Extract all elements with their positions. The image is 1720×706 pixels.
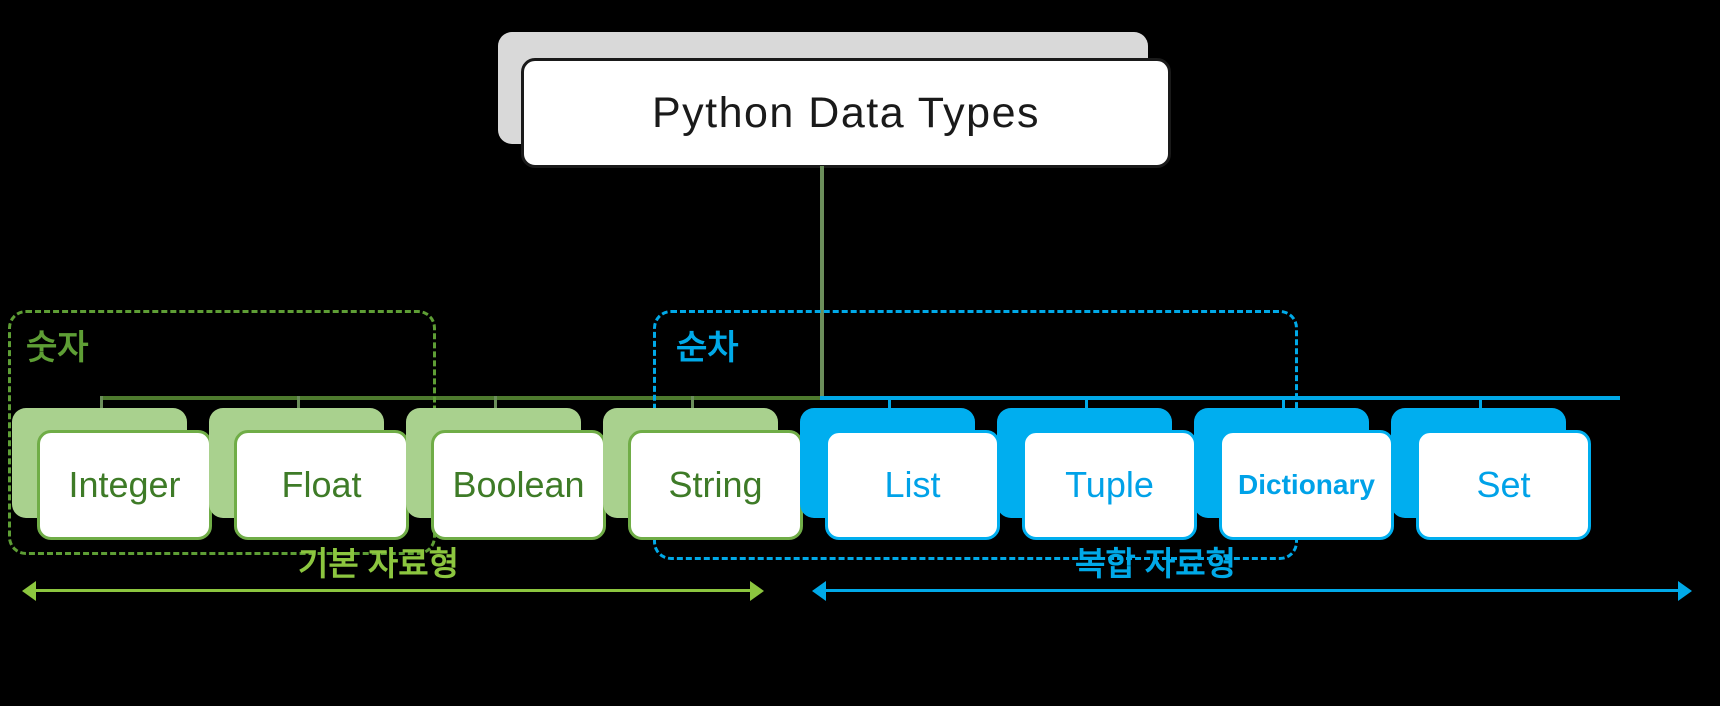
node-string[interactable]: String — [603, 408, 803, 540]
group-label-sequence: 순차 — [676, 329, 739, 367]
node-set[interactable]: Set — [1391, 408, 1591, 540]
node-card[interactable]: Dictionary — [1219, 430, 1394, 540]
range-arrow-basic — [22, 581, 764, 601]
arrow-head-right-icon — [750, 581, 764, 601]
node-card[interactable]: Float — [234, 430, 409, 540]
node-label-float: Float — [281, 464, 362, 505]
node-label-set: Set — [1476, 464, 1531, 505]
node-integer[interactable]: Integer — [12, 408, 212, 540]
node-label-boolean: Boolean — [452, 464, 585, 505]
range-label-basic: 기본 자료형 — [298, 545, 459, 582]
node-card[interactable]: Tuple — [1022, 430, 1197, 540]
horizontal-connector-green — [100, 396, 822, 400]
node-tuple[interactable]: Tuple — [997, 408, 1197, 540]
connector-stub-dictionary — [1282, 396, 1285, 416]
node-list[interactable]: List — [800, 408, 1000, 540]
connector-stub-boolean — [494, 396, 497, 416]
node-label-tuple: Tuple — [1065, 464, 1154, 505]
arrow-head-right-icon — [1678, 581, 1692, 601]
connector-stub-string — [691, 396, 694, 416]
range-arrow-compound — [812, 581, 1692, 601]
node-boolean[interactable]: Boolean — [406, 408, 606, 540]
connector-stub-list — [888, 396, 891, 416]
node-card[interactable]: List — [825, 430, 1000, 540]
node-card[interactable]: Set — [1416, 430, 1591, 540]
node-card[interactable]: Boolean — [431, 430, 606, 540]
horizontal-connector-blue — [820, 396, 1620, 400]
root-node-python-data-types[interactable]: Python Data Types — [521, 58, 1171, 168]
connector-stub-set — [1479, 396, 1482, 416]
node-dictionary[interactable]: Dictionary — [1194, 408, 1394, 540]
trunk-connector-line — [820, 166, 824, 398]
node-label-dictionary: Dictionary — [1238, 469, 1375, 500]
connector-stub-tuple — [1085, 396, 1088, 416]
range-label-compound: 복합 자료형 — [1075, 545, 1236, 582]
node-card[interactable]: Integer — [37, 430, 212, 540]
arrow-head-left-icon — [812, 581, 826, 601]
node-float[interactable]: Float — [209, 408, 409, 540]
arrow-line — [32, 589, 754, 592]
node-label-list: List — [884, 464, 941, 505]
connector-stub-float — [297, 396, 300, 416]
node-label-string: String — [668, 464, 763, 505]
root-node-label: Python Data Types — [651, 88, 1041, 137]
node-label-integer: Integer — [68, 464, 181, 505]
group-label-numeric: 숫자 — [26, 329, 89, 367]
node-card[interactable]: String — [628, 430, 803, 540]
connector-stub-integer — [100, 396, 103, 416]
arrow-head-left-icon — [22, 581, 36, 601]
arrow-line — [822, 589, 1682, 592]
